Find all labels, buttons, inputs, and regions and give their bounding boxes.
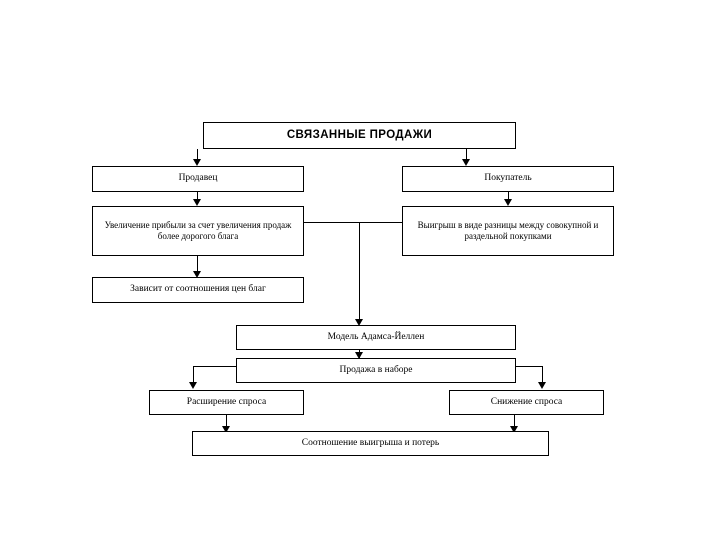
node-label: Расширение спроса [186, 396, 267, 407]
arrowhead-buyer-to-benefit [504, 199, 512, 206]
edge-title-to-buyer [466, 149, 467, 163]
edge-decline-to-gain-loss [514, 415, 515, 432]
edge-buyer-to-benefit [508, 192, 509, 203]
arrowhead-bundle-to-demand-expansion [189, 382, 197, 389]
arrowhead-expansion-to-gain-loss [222, 426, 230, 433]
edge-bundle-right-drop [542, 366, 543, 386]
node-label: Снижение спроса [490, 396, 563, 407]
edge-bridge-to-model [359, 222, 360, 323]
arrowhead-benefit-to-price-ratio [193, 271, 201, 278]
edge-benefits-bridge [304, 222, 402, 223]
arrowhead-seller-to-benefit [193, 199, 201, 206]
arrowhead-decline-to-gain-loss [510, 426, 518, 433]
node-label: Соотношение выигрыша и потерь [301, 437, 440, 448]
node-model-adams-yellen: Модель Адамса-Йеллен [236, 325, 516, 350]
node-label: СВЯЗАННЫЕ ПРОДАЖИ [286, 129, 433, 142]
node-vyigrysh-raznica: Выигрыш в виде разницы между совокупной … [402, 206, 614, 256]
arrowhead-title-to-seller [193, 159, 201, 166]
node-prodavec: Продавец [92, 166, 304, 192]
arrowhead-bundle-to-demand-decline [538, 382, 546, 389]
node-prodazha-v-nabore: Продажа в наборе [236, 358, 516, 383]
edge-title-to-seller [197, 149, 198, 163]
node-label: Модель Адамса-Йеллен [327, 331, 425, 342]
node-label: Зависит от соотношения цен благ [130, 284, 266, 295]
node-label: Продажа в наборе [339, 364, 413, 375]
arrowhead-title-to-buyer [462, 159, 470, 166]
node-label: Покупатель [484, 173, 532, 184]
node-label: Выигрыш в виде разницы между совокупной … [417, 219, 599, 241]
edge-bundle-left-branch [193, 366, 236, 367]
node-label: Продавец [178, 173, 218, 184]
node-svyazannye-prodazhi: СВЯЗАННЫЕ ПРОДАЖИ [203, 122, 516, 149]
node-sootnoshenie-vyigrysha-i-poter: Соотношение выигрыша и потерь [192, 431, 549, 456]
node-label: Увеличение прибыли за счет увеличения пр… [104, 219, 292, 241]
edge-seller-to-benefit [197, 192, 198, 203]
arrowhead-bridge-to-model [355, 319, 363, 326]
edge-expansion-to-gain-loss [226, 415, 227, 432]
edge-benefit-to-price-ratio [197, 256, 198, 275]
edge-bundle-right-branch [516, 366, 543, 367]
arrowhead-model-to-bundle [355, 352, 363, 359]
node-pokupatel: Покупатель [402, 166, 614, 192]
edge-bundle-left-drop [193, 366, 194, 386]
node-snizhenie-sprosa: Снижение спроса [449, 390, 604, 415]
node-rasshirenie-sprosa: Расширение спроса [149, 390, 304, 415]
node-uvelichenie-pribyli: Увеличение прибыли за счет увеличения пр… [92, 206, 304, 256]
node-zavisit-ot-sootnosheniya: Зависит от соотношения цен благ [92, 277, 304, 303]
